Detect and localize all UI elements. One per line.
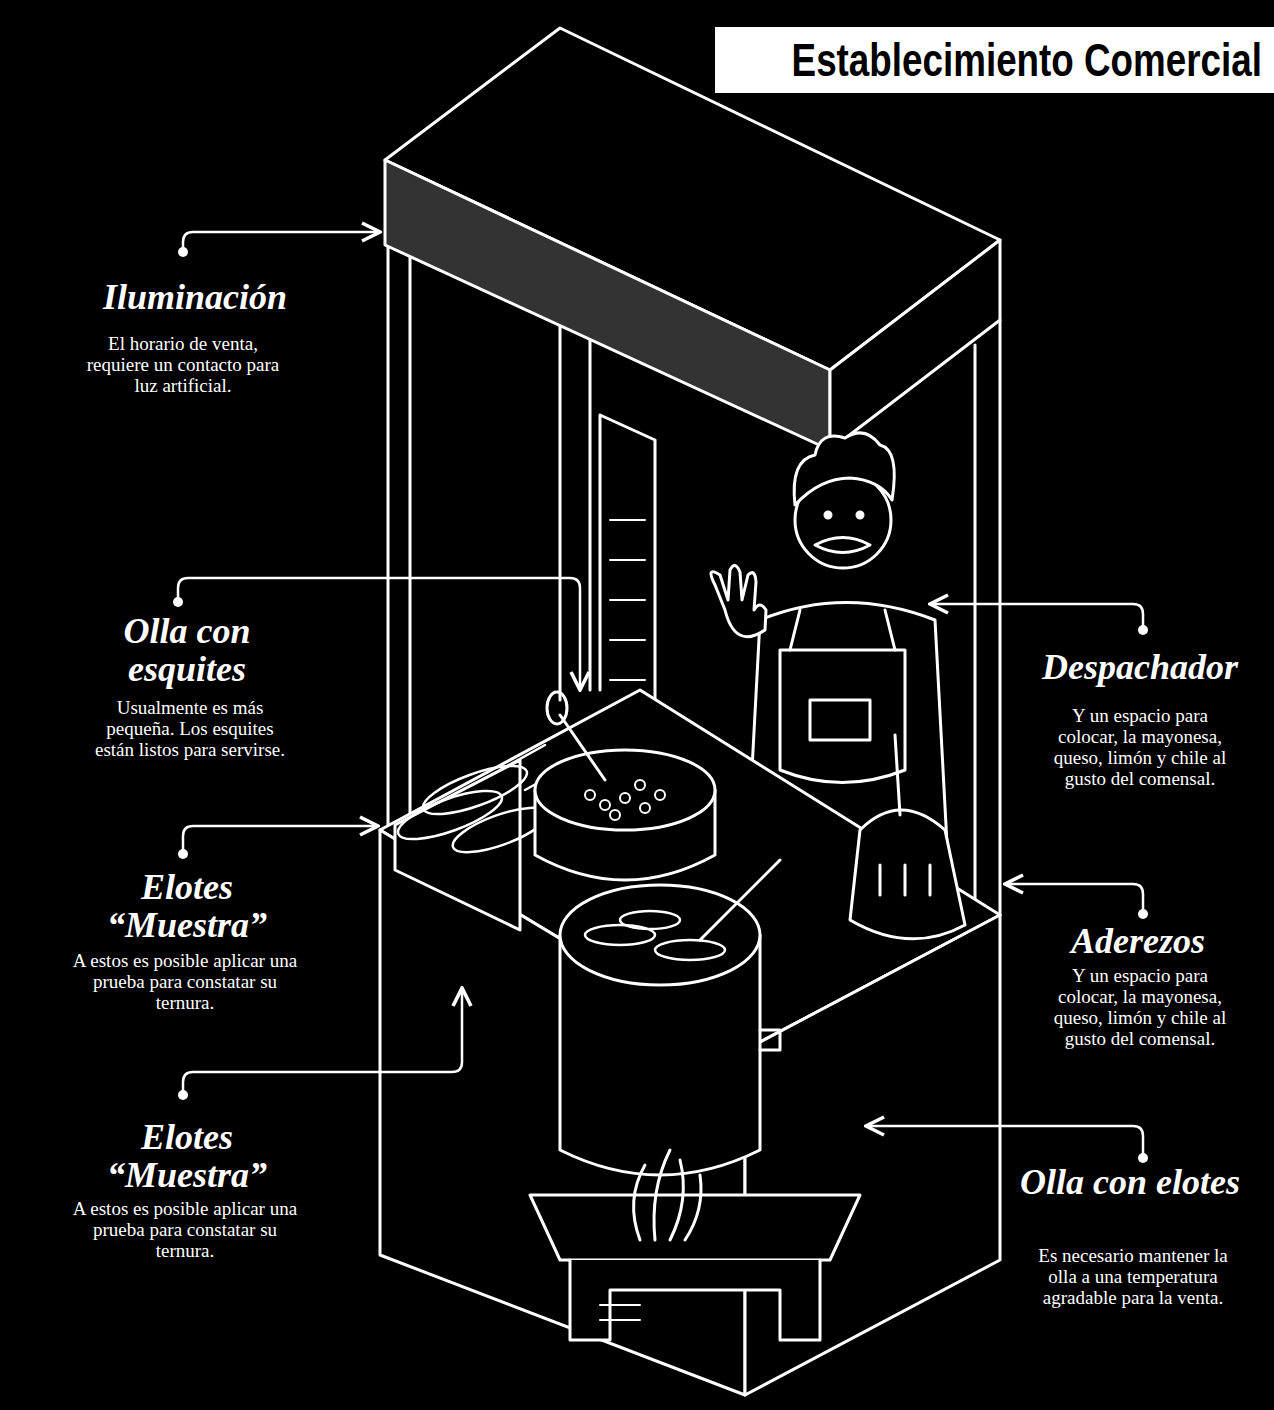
kernel (585, 790, 595, 800)
esquites-pot-rim (535, 750, 715, 830)
title-band: Establecimiento Comercial (715, 27, 1274, 93)
leader-dot (178, 849, 188, 859)
raised-hand (711, 565, 766, 636)
kernel (620, 793, 630, 803)
leader-dot (173, 597, 183, 607)
callout-note: El horario de venta, requiere un contact… (76, 333, 291, 396)
callout-heading: Iluminación (65, 278, 325, 316)
corn-cob (620, 911, 680, 929)
leader-arrow (183, 232, 380, 250)
ladle-handle (547, 692, 567, 724)
dispatcher-eye (857, 512, 863, 518)
title-text: Establecimiento Comercial (792, 33, 1262, 87)
stove-vent (600, 1305, 640, 1320)
back-right-post (975, 320, 1000, 920)
leader-dot (178, 247, 188, 257)
corn-cob (418, 756, 532, 824)
boiling-corn (585, 911, 725, 960)
leader-lines (178, 232, 1143, 1156)
callout-heading: Olla con elotes (1020, 1163, 1240, 1201)
leader-dot (178, 1090, 188, 1100)
dispatcher-hair (794, 433, 894, 505)
callout-note: Usualmente es más pequeña. Los esquites … (85, 697, 295, 760)
kernel (640, 803, 650, 813)
leader-arrow (1005, 884, 1143, 912)
callout-heading: Despachador (1010, 648, 1270, 686)
flame (654, 1150, 670, 1240)
leader-arrow (183, 826, 378, 852)
corn-cob (393, 781, 507, 849)
jug-spoon (895, 735, 900, 815)
condiment-jug (850, 810, 965, 939)
front-left-post (388, 245, 410, 840)
flame (685, 1175, 701, 1240)
apron-strap (790, 610, 895, 650)
callout-note: Es necesario mantener la olla a una temp… (1026, 1245, 1241, 1308)
jug-marks (880, 865, 930, 895)
leader-dot (1138, 909, 1148, 919)
esquites-ladle (560, 715, 605, 780)
kernel (635, 780, 645, 790)
back-panel (600, 415, 655, 700)
pot-handle (760, 1030, 780, 1050)
flames (634, 1150, 701, 1240)
leader-arrow (866, 1126, 1143, 1156)
panel-stripes (610, 520, 645, 680)
esquites-kernels (585, 780, 665, 820)
dispatcher-mustache (815, 538, 870, 553)
elotes-pot-rim (560, 885, 760, 985)
dispatcher-eye (825, 512, 831, 518)
leader-dot (1138, 1153, 1148, 1163)
apron-pocket (810, 700, 870, 740)
callout-heading: Elotes “Muestra” (67, 1118, 307, 1194)
stall-drawing (380, 28, 1000, 1395)
callout-heading: Aderezos (1018, 922, 1258, 960)
corn-cob (655, 940, 725, 960)
kernel (610, 810, 620, 820)
flame (670, 1160, 683, 1240)
kernel (600, 800, 610, 810)
pot-ladle (700, 860, 780, 940)
leader-arrow (930, 604, 1143, 628)
stove-top (530, 1195, 860, 1260)
flame (634, 1165, 645, 1240)
callout-note: A estos es posible aplicar una prueba pa… (68, 950, 303, 1013)
roof-side (830, 240, 1000, 450)
leader-arrow (183, 988, 462, 1093)
callout-heading: Elotes “Muestra” (67, 868, 307, 944)
light-band (385, 160, 830, 450)
callout-note: A estos es posible aplicar una prueba pa… (68, 1198, 303, 1261)
leader-dot (1138, 625, 1148, 635)
apron (780, 650, 905, 783)
leader-dots (173, 247, 1148, 1163)
callout-note: Y un espacio para colocar, la mayonesa, … (1040, 965, 1240, 1049)
stove-legs (570, 1260, 820, 1340)
callout-heading: Olla con esquites (77, 612, 297, 688)
callout-note: Y un espacio para colocar, la mayonesa, … (1040, 705, 1240, 789)
kernel (655, 790, 665, 800)
